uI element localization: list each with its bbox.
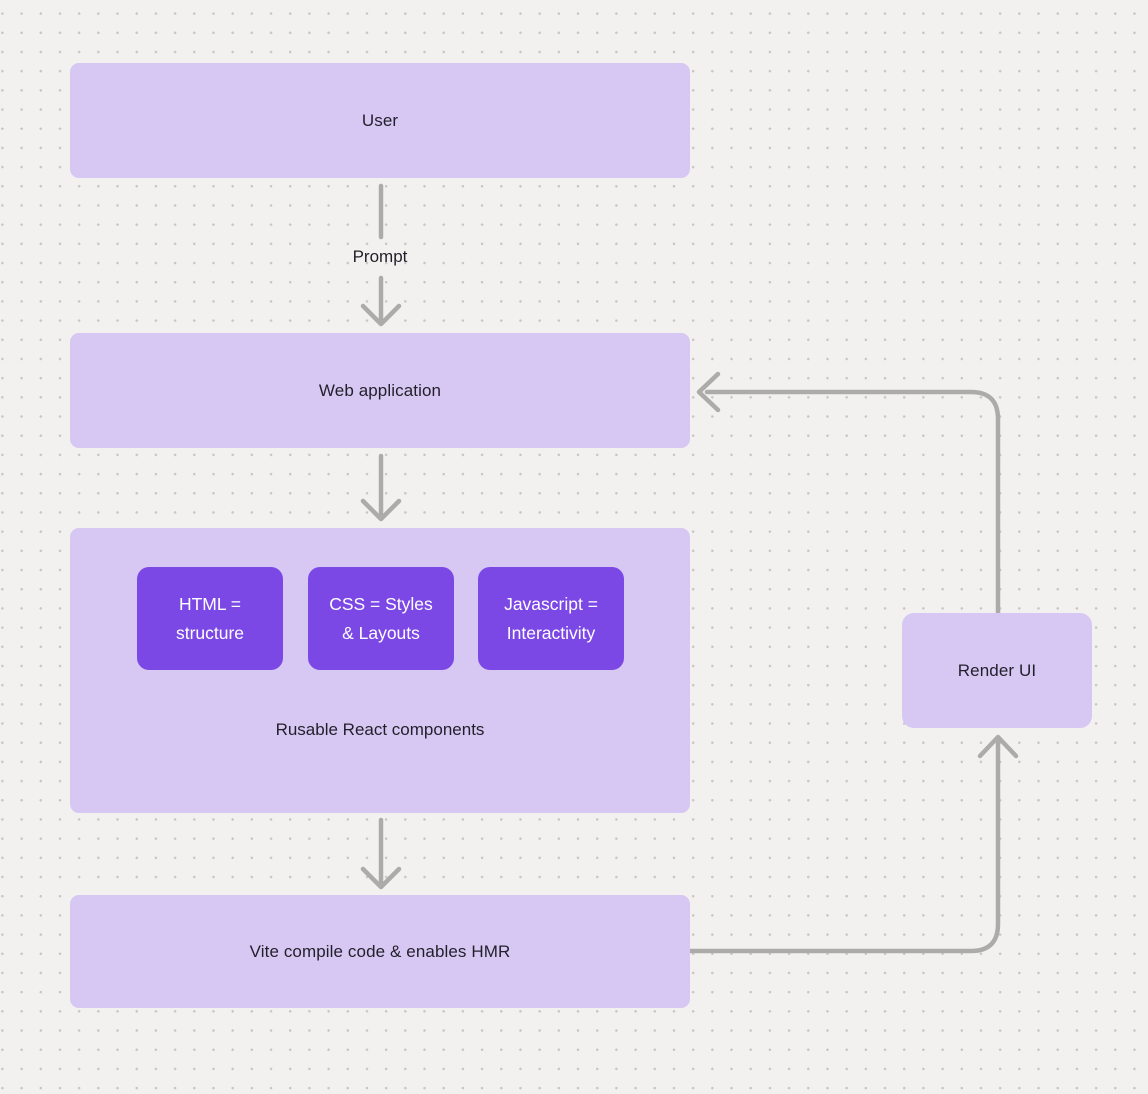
- arrow-components-to-vite: [360, 817, 402, 890]
- node-render-ui[interactable]: Render UI: [902, 613, 1092, 728]
- node-web-application[interactable]: Web application: [70, 333, 690, 448]
- chip-html-line1: HTML =: [178, 593, 242, 614]
- arrow-webapp-to-components: [360, 453, 402, 522]
- chip-css-styles[interactable]: CSS = Styles & Layouts: [308, 567, 454, 670]
- arrow-renderui-to-webapp: [696, 371, 1001, 616]
- node-web-application-label: Web application: [318, 380, 442, 400]
- edge-label-prompt: Prompt: [352, 247, 408, 266]
- chip-html-structure[interactable]: HTML = structure: [137, 567, 283, 670]
- node-render-ui-label: Render UI: [957, 660, 1037, 680]
- components-caption: Rusable React components: [275, 720, 485, 739]
- arrowhead-up-icon: [977, 734, 1019, 759]
- node-vite-compile[interactable]: Vite compile code & enables HMR: [70, 895, 690, 1008]
- chip-css-line1: CSS = Styles: [329, 593, 433, 614]
- chip-html-line2: structure: [175, 622, 245, 643]
- arrowhead-down-icon: [360, 303, 402, 327]
- chip-js-line1: Javascript =: [504, 593, 598, 614]
- node-user[interactable]: User: [70, 63, 690, 178]
- arrow-vite-to-renderui: [687, 734, 1019, 954]
- arrowhead-down-icon: [360, 498, 402, 522]
- node-vite-label: Vite compile code & enables HMR: [249, 941, 511, 961]
- chip-js-line2: Interactivity: [506, 622, 596, 643]
- chip-javascript-interactivity[interactable]: Javascript = Interactivity: [478, 567, 624, 670]
- arrowhead-left-icon: [696, 371, 721, 413]
- node-user-label: User: [361, 110, 399, 130]
- arrowhead-down-icon: [360, 866, 402, 890]
- chip-css-line2: & Layouts: [342, 622, 420, 643]
